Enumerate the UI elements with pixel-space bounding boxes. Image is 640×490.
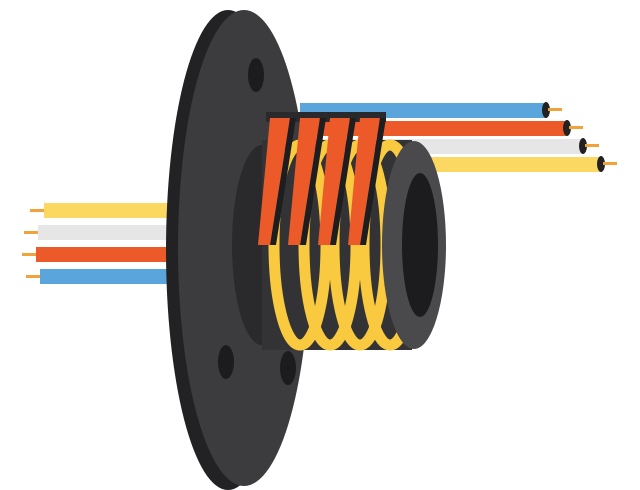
left-wire-blue <box>26 269 174 284</box>
mount-hole-bottom-left <box>218 345 234 379</box>
left-wire-white <box>24 225 174 240</box>
brushes <box>258 118 386 245</box>
brush-block <box>258 112 386 245</box>
left-wire-orange <box>22 247 174 262</box>
mount-hole-top <box>248 58 264 92</box>
left-wire-yellow <box>30 203 174 218</box>
mount-hole-bottom-right <box>280 351 296 385</box>
left-wires <box>22 203 174 284</box>
bore-hole <box>402 173 438 317</box>
